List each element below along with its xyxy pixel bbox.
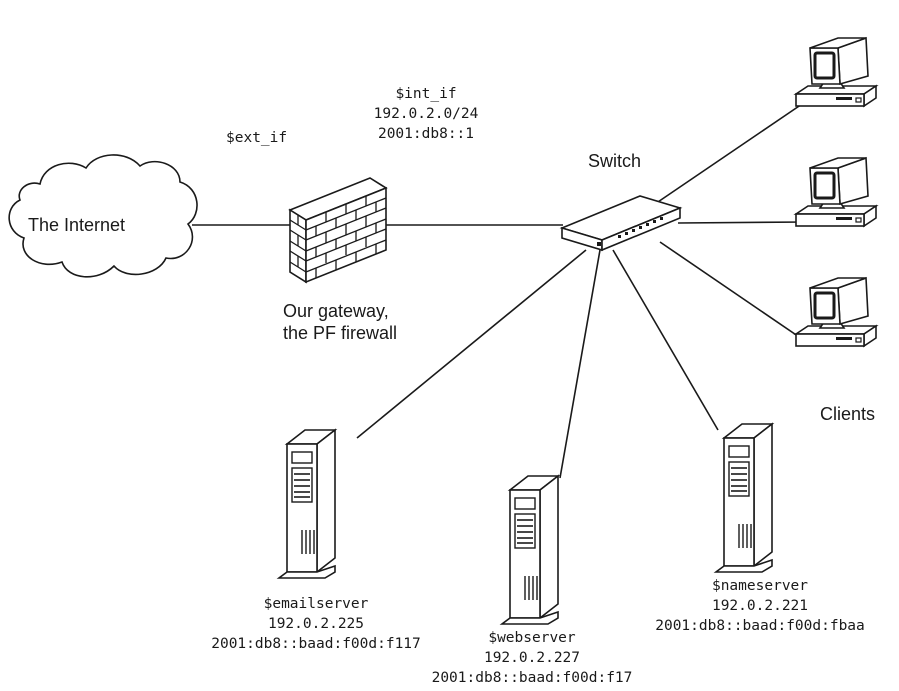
emailserver-tower-icon [278,429,336,579]
emailserver-name: $emailserver [263,596,369,612]
firewall-caption-line-2: the PF firewall [283,323,398,343]
nameserver-label: $nameserver 192.0.2.221 2001:db8::baad:f… [655,576,865,636]
firewall-icon [289,177,387,283]
internet-cloud-icon [8,154,198,278]
client-computer-icon [794,156,878,228]
client-computer-icon [794,276,878,348]
client-computer-icon [794,36,878,108]
int-if-ipv6: 2001:db8::1 [377,126,475,142]
firewall-caption-line-1: Our gateway, [283,301,389,321]
link-switch-nameserver [612,249,719,431]
internet-label: The Internet [28,215,126,235]
emailserver-label: $emailserver 192.0.2.225 2001:db8::baad:… [211,594,421,654]
emailserver-ipv4: 192.0.2.225 [267,616,365,632]
switch-label: Switch [588,151,642,171]
link-switch-client-2 [677,221,809,224]
link-switch-emailserver [356,249,587,439]
webserver-label: $webserver 192.0.2.227 2001:db8::baad:f0… [432,628,633,688]
ext-if-label: $ext_if [226,130,288,146]
nameserver-ipv4: 192.0.2.221 [711,598,809,614]
emailserver-ipv6: 2001:db8::baad:f00d:f117 [211,636,421,652]
firewall-caption: Our gateway, the PF firewall [283,300,397,344]
switch-icon [559,195,683,252]
webserver-tower-icon [501,475,559,625]
nameserver-ipv6: 2001:db8::baad:f00d:fbaa [655,618,865,634]
link-switch-client-3 [659,241,809,344]
link-switch-webserver [559,249,601,479]
int-if-label: $int_if 192.0.2.0/24 2001:db8::1 [374,84,479,144]
nameserver-name: $nameserver [711,578,809,594]
webserver-ipv4: 192.0.2.227 [483,650,581,666]
nameserver-tower-icon [715,423,773,573]
clients-label: Clients [820,404,876,424]
webserver-ipv6: 2001:db8::baad:f00d:f17 [431,670,633,686]
link-switch-client-1 [651,99,809,207]
connection-lines [192,99,809,479]
int-if-name: $int_if [395,86,457,102]
int-if-ipv4: 192.0.2.0/24 [373,106,479,122]
webserver-name: $webserver [488,630,576,646]
